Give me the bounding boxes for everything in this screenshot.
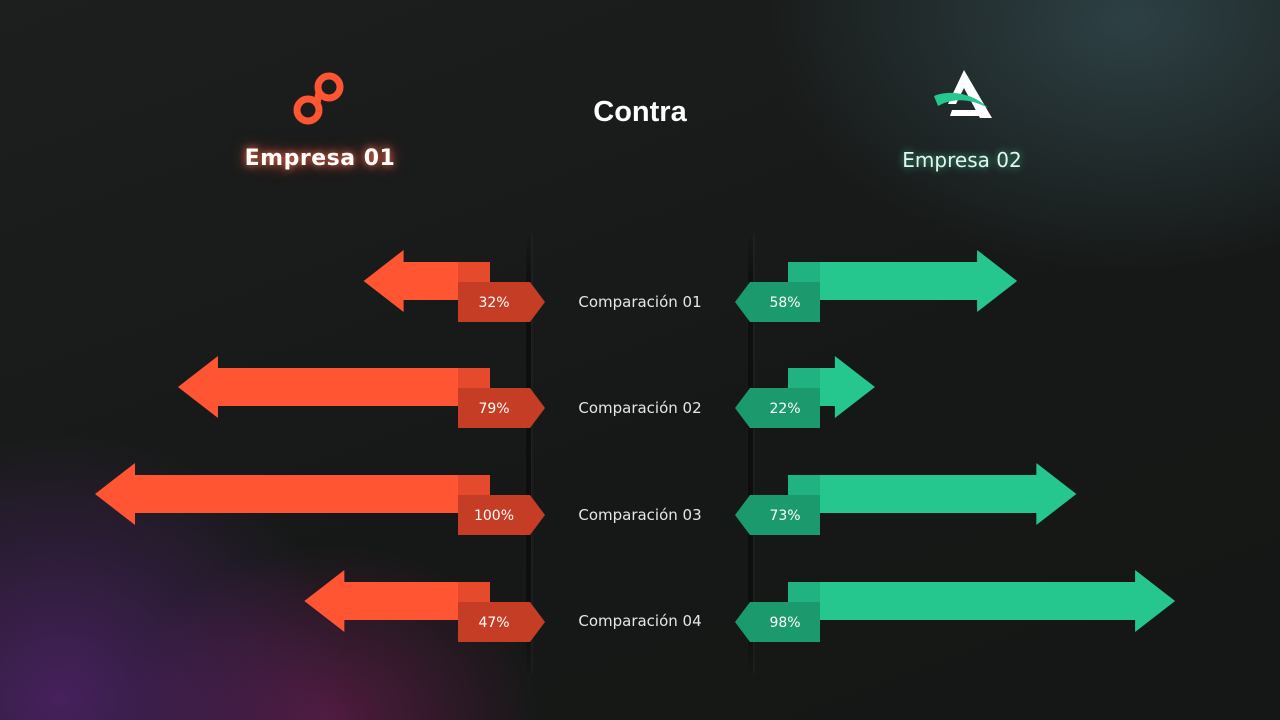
right-value-label: 73% [769,508,800,524]
category-label: Comparación 02 [578,399,702,417]
right-arrow-bar [788,570,1176,632]
right-value-tag [735,602,820,642]
left-value-tag [458,495,545,535]
category-label: Comparación 01 [578,293,702,311]
left-value-tag [458,388,545,428]
left-arrow-bar [304,570,490,632]
right-arrow-fold [788,262,820,284]
category-label: Comparación 04 [578,612,702,630]
left-arrow-fold [458,368,490,390]
left-value-tag [458,282,545,322]
left-value-label: 47% [478,615,509,631]
left-value-label: 32% [478,295,509,311]
left-value-label: 100% [474,508,514,524]
left-arrow-fold [458,262,490,284]
right-value-label: 58% [769,295,800,311]
left-value-tag [458,602,545,642]
right-value-label: 98% [769,615,800,631]
right-arrow-bar [788,250,1018,312]
left-arrow-bar [177,356,490,418]
letter-a-swoosh-logo-icon [934,70,992,118]
company-left-name: Empresa 01 [244,146,396,171]
right-value-tag [735,388,820,428]
right-value-tag [735,495,820,535]
divider-right [748,234,753,674]
right-arrow-fold [788,475,820,497]
infinity-loop-logo-icon [293,72,344,125]
right-arrow-fold [788,582,820,604]
right-arrow-fold [788,368,820,390]
page-title: Contra [593,96,687,128]
category-label: Comparación 03 [578,506,702,524]
left-arrow-fold [458,582,490,604]
right-value-label: 22% [769,401,800,417]
right-value-tag [735,282,820,322]
company-right-name: Empresa 02 [902,148,1022,172]
left-value-label: 79% [478,401,509,417]
right-arrow-bar [788,463,1077,525]
left-arrow-bar [95,463,490,525]
divider-left [526,234,531,674]
left-arrow-fold [458,475,490,497]
